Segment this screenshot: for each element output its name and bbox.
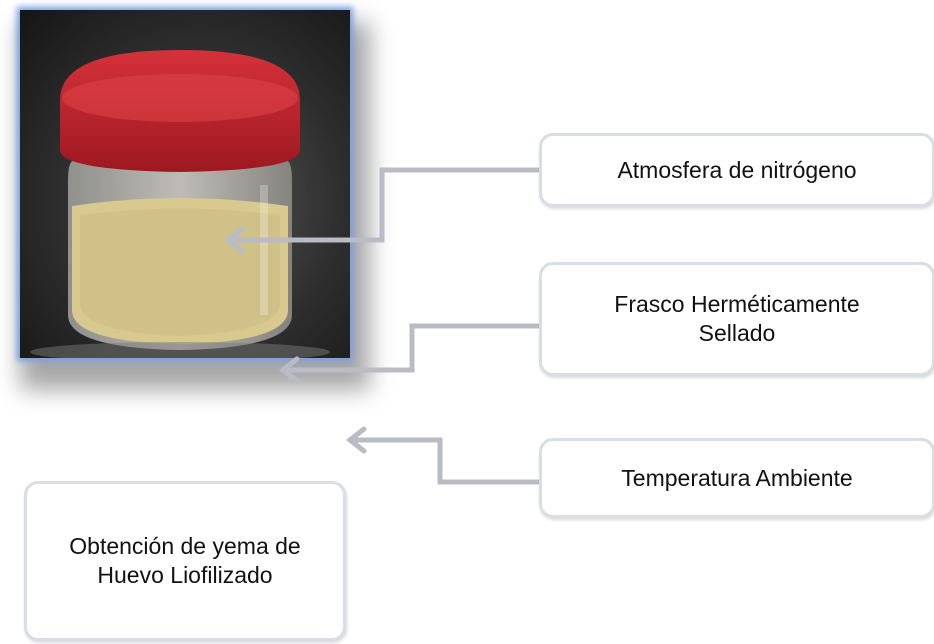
- arrow-temperature: [352, 437, 539, 485]
- arrowhead-jar: [278, 356, 300, 384]
- callout-temperature-text: Temperatura Ambiente: [621, 464, 853, 491]
- arrowhead-atmosphere: [223, 226, 245, 254]
- arrowhead-temperature: [345, 426, 367, 454]
- callout-jar: Frasco Herméticamente Sellado: [539, 262, 934, 376]
- callout-atmosphere: Atmosfera de nitrógeno: [539, 133, 934, 207]
- callout-product: Obtención de yema de Huevo Liofilizado: [24, 481, 346, 641]
- callout-product-text: Obtención de yema de Huevo Liofilizado: [69, 533, 301, 588]
- arrow-jar: [285, 323, 539, 373]
- arrow-atmosphere: [230, 167, 539, 243]
- callout-jar-text: Frasco Herméticamente Sellado: [614, 291, 860, 346]
- callout-temperature: Temperatura Ambiente: [539, 438, 934, 518]
- callout-atmosphere-text: Atmosfera de nitrógeno: [617, 156, 857, 183]
